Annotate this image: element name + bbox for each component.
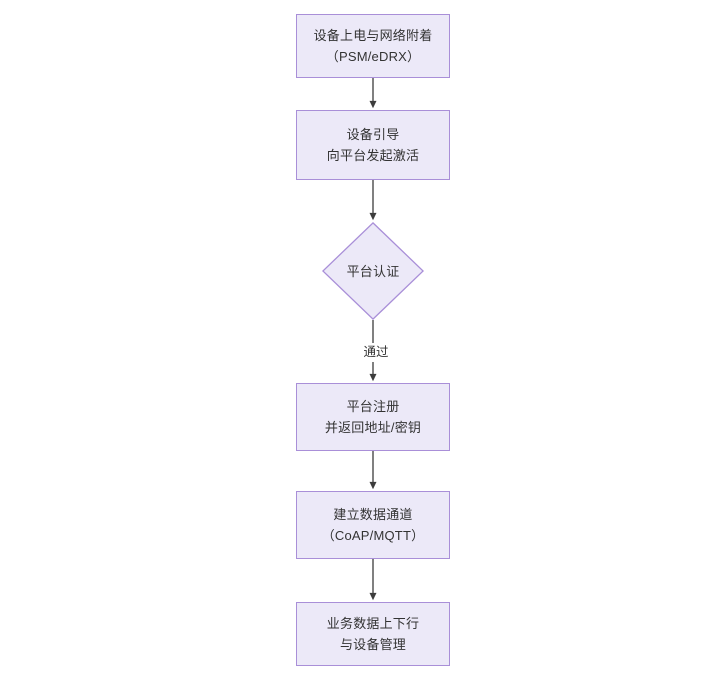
flow-node-label: 建立数据通道 （CoAP/MQTT）	[321, 507, 425, 543]
flow-node-service-data-and-device-management[interactable]: 业务数据上下行 与设备管理	[296, 602, 450, 666]
flow-node-platform-registration[interactable]: 平台注册 并返回地址/密钥	[296, 383, 450, 451]
flow-node-power-on-attach[interactable]: 设备上电与网络附着 （PSM/eDRX）	[296, 14, 450, 78]
flow-node-label: 设备上电与网络附着 （PSM/eDRX）	[313, 28, 433, 64]
flow-node-label: 平台认证	[346, 263, 400, 279]
flow-node-platform-authentication[interactable]: 平台认证	[322, 222, 424, 320]
flow-node-device-bootstrap[interactable]: 设备引导 向平台发起激活	[296, 110, 450, 180]
diamond-shape-icon	[322, 222, 424, 320]
flow-node-label: 设备引导 向平台发起激活	[326, 127, 420, 163]
flow-node-label: 平台注册 并返回地址/密钥	[324, 399, 422, 435]
flow-node-establish-data-channel[interactable]: 建立数据通道 （CoAP/MQTT）	[296, 491, 450, 559]
flow-node-label: 业务数据上下行 与设备管理	[326, 616, 420, 652]
edge-label-pass: 通过	[354, 343, 398, 362]
